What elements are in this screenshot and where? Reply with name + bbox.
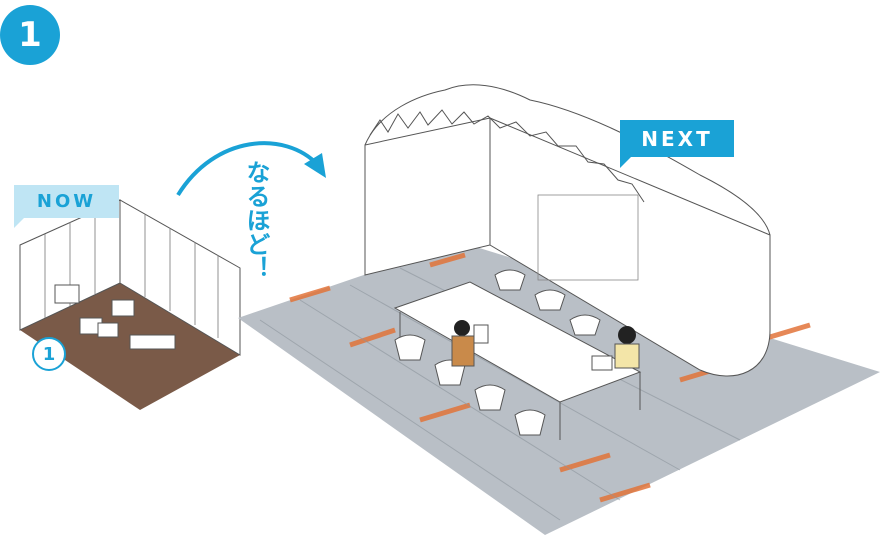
person-right	[591, 326, 640, 371]
current-office-drawing	[19, 199, 241, 410]
transition-arrow	[176, 141, 320, 197]
next-label: NEXT	[620, 120, 734, 168]
planter-foliage	[364, 84, 771, 236]
mini-step-badge: 1	[32, 337, 66, 371]
step-number-badge: 1	[0, 5, 60, 65]
caption-vertical: なるほど！	[242, 160, 270, 280]
new-office-drawing	[238, 84, 880, 535]
person-left	[451, 320, 489, 367]
now-label: NOW	[14, 185, 119, 228]
